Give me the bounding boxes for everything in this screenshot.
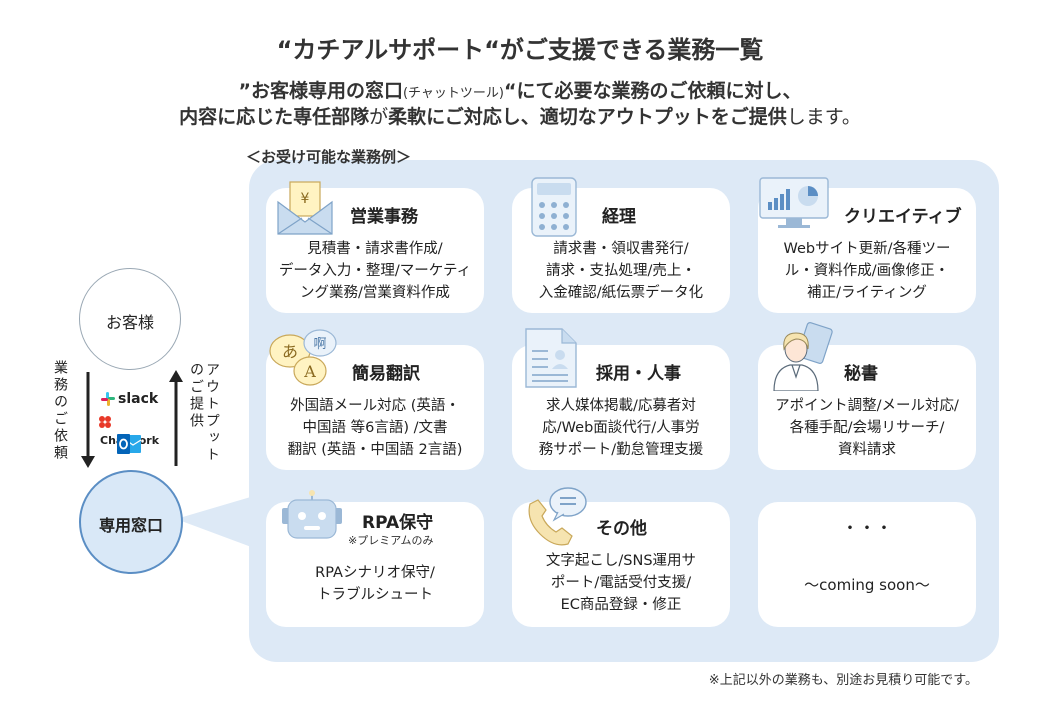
card-translation: あ 啊 A 簡易翻訳 外国語メール対応 (英語・ 中国語 等6言語) /文書 翻… <box>266 329 484 470</box>
slack-label: slack <box>118 390 159 407</box>
card-description: 求人媒体掲載/応募者対 応/Web面談代行/人事労 務サポート/勤怠管理支援 <box>538 398 704 458</box>
subtitle-bold: ”お客様専用の窓口 <box>238 80 403 102</box>
customer-circle: お客様 <box>79 268 181 370</box>
translation-bubbles-icon: あ 啊 A <box>269 329 337 386</box>
customer-label: お客様 <box>105 313 154 332</box>
card-accounting: 経理 請求書・領収書発行/ 請求・支払処理/売上・ 入金確認/紙伝票データ化 <box>512 177 730 313</box>
secretary-icon <box>773 322 833 391</box>
card-title: 採用・人事 <box>596 364 681 384</box>
card-secretary: 秘書 アポイント調整/メール対応/ 各種手配/会場リサーチ/ 資料請求 <box>758 322 976 470</box>
card-coming-soon: ・・・ ～coming soon～ <box>758 502 976 627</box>
subtitle-bold-4: 柔軟にご対応し、適切なアウトプットをご提供 <box>388 106 787 128</box>
outlook-icon <box>117 434 142 454</box>
page-title: “カチアルサポート“がご支援できる業務一覧 <box>276 36 764 64</box>
flow-arrows <box>81 370 183 468</box>
monitor-chart-icon <box>759 177 829 228</box>
card-other: その他 文字起こし/SNS運用サ ポート/電話受付支援/ EC商品登録・修正 <box>512 487 730 627</box>
card-description: 文字起こし/SNS運用サ ポート/電話受付支援/ EC商品登録・修正 <box>545 553 697 613</box>
footnote: ※上記以外の業務も、別途お見積り可能です。 <box>708 673 978 688</box>
card-description: Webサイト更新/各種ツー ル・資料作成/画像修正・ 補正/ライティング <box>783 241 951 301</box>
card-description: ～coming soon～ <box>804 576 930 594</box>
card-title: 営業事務 <box>350 207 418 227</box>
card-title: クリエイティブ <box>844 207 962 227</box>
output-label: アウトプットのご提供 <box>188 362 220 464</box>
card-rpa: RPA保守 ※プレミアムのみ RPAシナリオ保守/ トラブルシュート <box>266 490 484 627</box>
bubble-zh: 啊 <box>313 337 326 352</box>
premium-note: ※プレミアムのみ <box>348 534 434 547</box>
slack-logo: slack <box>100 388 164 407</box>
envelope-yen-icon: ¥ <box>277 181 333 235</box>
card-title: 秘書 <box>844 364 878 384</box>
bubble-ja: あ <box>282 342 298 361</box>
subtitle-text: が <box>369 106 389 128</box>
dedicated-window-circle: 専用窓口 <box>79 470 183 574</box>
bubble-en: A <box>303 362 316 381</box>
arrow-up-icon <box>169 370 183 382</box>
resume-document-icon <box>525 328 577 388</box>
request-label: 業務のご依頼 <box>52 360 68 462</box>
subtitle-line-1: ”お客様専用の窓口(チャットツール)“にて必要な業務のご依頼に対し、 <box>0 76 1040 103</box>
subtitle-bold-3: 内容に応じた専任部隊 <box>179 106 370 128</box>
card-hr: 採用・人事 求人媒体掲載/応募者対 応/Web面談代行/人事労 務サポート/勤怠… <box>512 328 730 470</box>
chatwork-icon <box>99 415 111 428</box>
svg-text:¥: ¥ <box>301 191 310 207</box>
card-description: RPAシナリオ保守/ トラブルシュート <box>315 565 435 603</box>
card-ellipsis: ・・・ <box>841 519 893 539</box>
window-label: 専用窓口 <box>98 516 163 535</box>
calculator-icon <box>531 177 577 237</box>
card-creative: クリエイティブ Webサイト更新/各種ツー ル・資料作成/画像修正・ 補正/ライ… <box>758 177 976 313</box>
phone-chat-icon <box>528 487 587 546</box>
card-title: 簡易翻訳 <box>352 364 420 384</box>
card-title: その他 <box>596 519 647 539</box>
card-description: 請求書・領収書発行/ 請求・支払処理/売上・ 入金確認/紙伝票データ化 <box>538 241 704 301</box>
subtitle-text-2: します。 <box>786 106 861 128</box>
slack-icon <box>101 391 115 406</box>
card-title: RPA保守 <box>362 513 434 533</box>
examples-label: ＜お受け可能な業務例＞ <box>246 148 412 166</box>
subtitle-small: (チャットツール) <box>402 86 504 101</box>
subtitle-line-2: 内容に応じた専任部隊が柔軟にご対応し、適切なアウトプットをご提供します。 <box>0 102 1040 129</box>
card-sales-admin: ¥ 営業事務 見積書・請求書作成/ データ入力・整理/マーケティ ング業務/営業… <box>266 181 484 313</box>
card-description: 見積書・請求書作成/ データ入力・整理/マーケティ ング業務/営業資料作成 <box>278 241 472 301</box>
card-description: アポイント調整/メール対応/ 各種手配/会場リサーチ/ 資料請求 <box>775 398 959 458</box>
subtitle-bold-2: “にて必要な業務のご依頼に対し、 <box>504 80 802 102</box>
robot-icon <box>282 490 342 539</box>
card-title: 経理 <box>602 207 636 227</box>
card-description: 外国語メール対応 (英語・ 中国語 等6言語) /文書 翻訳 (英語・中国語 2… <box>287 398 463 458</box>
arrow-down-icon <box>81 456 95 468</box>
